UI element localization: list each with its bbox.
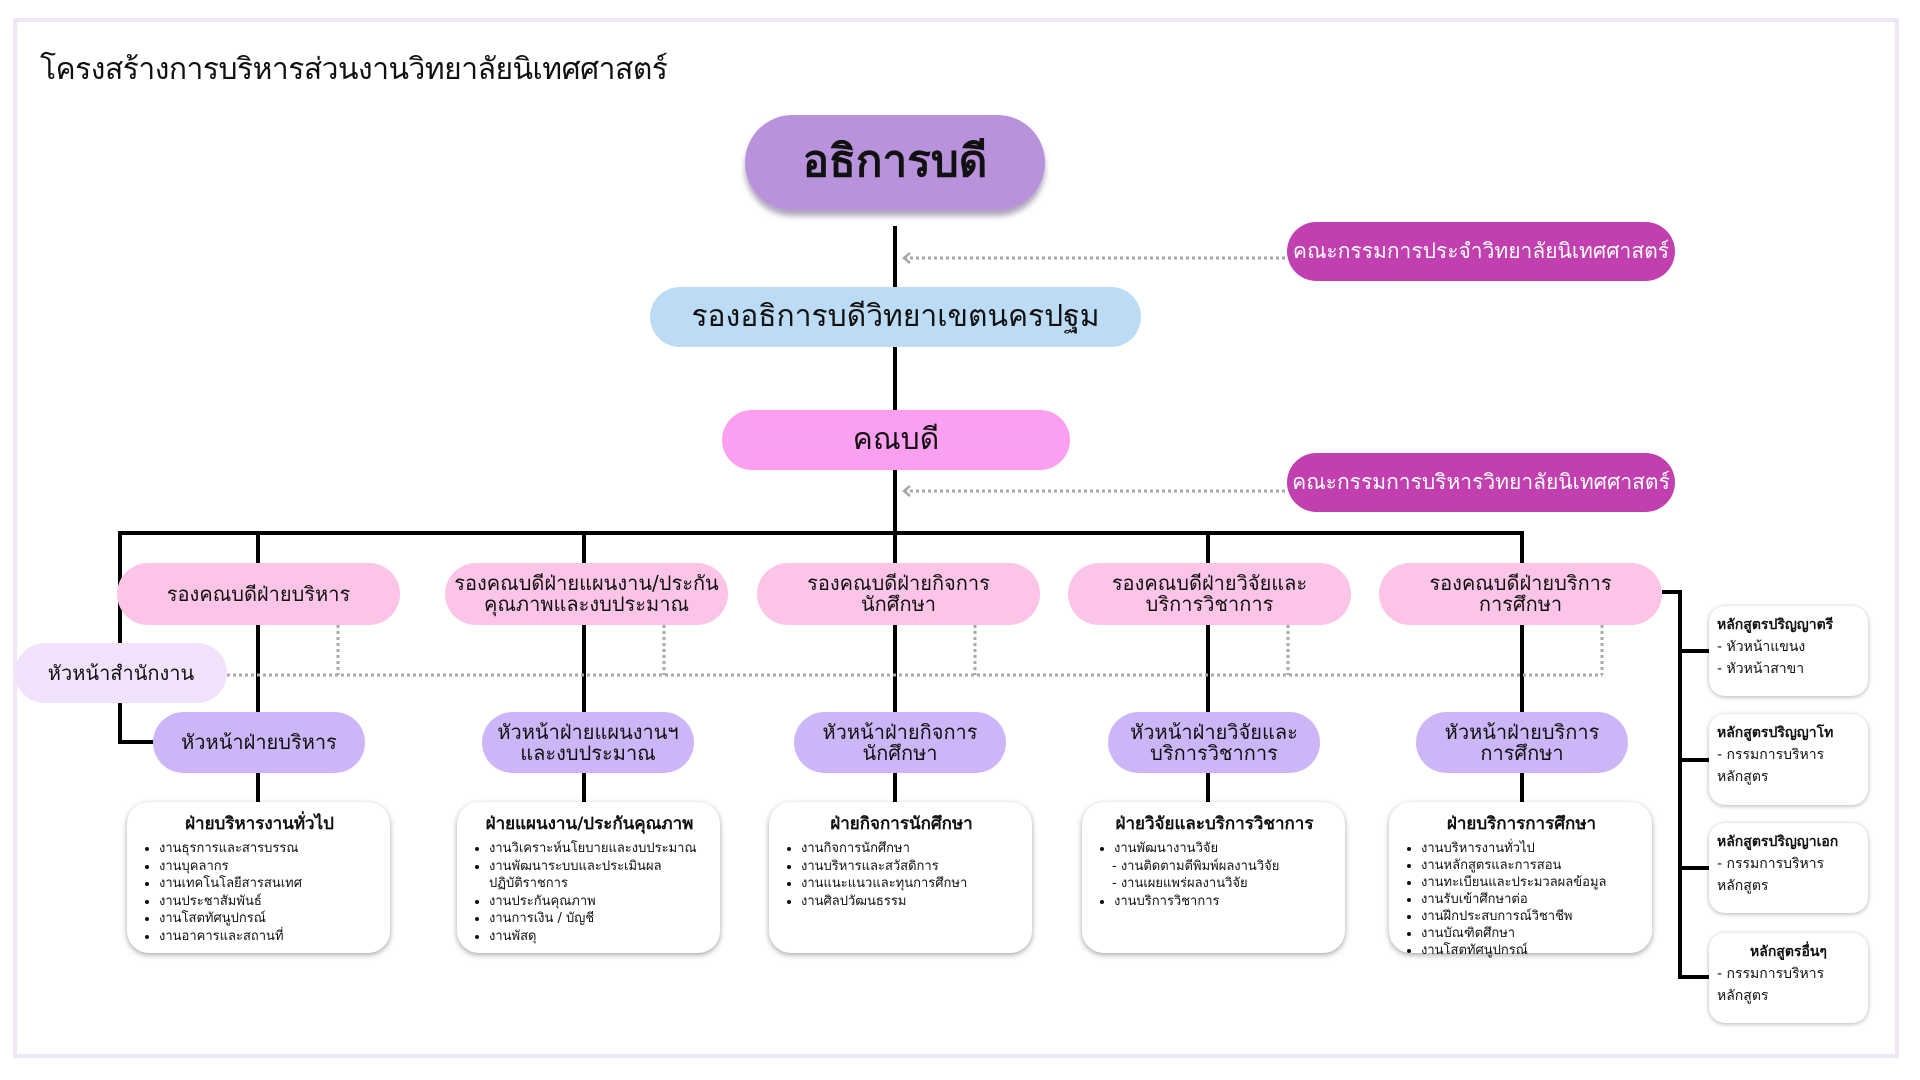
list-item: งานธุรการและสารบรรณ xyxy=(159,840,380,858)
program-title: หลักสูตรปริญญาตรี xyxy=(1717,617,1834,633)
division-head-box: หัวหน้าฝ่ายกิจการนักศึกษา xyxy=(794,712,1006,773)
vice-dean-box: รองคณบดีฝ่ายบริหาร xyxy=(117,563,400,625)
list-item: งานกิจการนักศึกษา xyxy=(801,840,1022,858)
list-item: งานฝึกประสบการณ์วิชาชีพ xyxy=(1421,908,1642,925)
list-item: - งานติดตามตีพิมพ์ผลงานวิจัย xyxy=(1112,858,1280,874)
list-item: งานบัณฑิตศึกษา xyxy=(1421,925,1642,942)
list-item: งานพัฒนาระบบและประเมินผล xyxy=(489,858,710,876)
dean-box: คณบดี xyxy=(722,410,1070,470)
vice-dean-box: รองคณบดีฝ่ายบริการการศึกษา xyxy=(1379,563,1662,625)
program-box: หลักสูตรปริญญาโท - กรรมการบริหาร หลักสูต… xyxy=(1709,714,1868,805)
list-item: งานประกันคุณภาพ xyxy=(489,893,710,911)
department-box: ฝ่ายกิจการนักศึกษา งานกิจการนักศึกษา งาน… xyxy=(769,802,1032,953)
vice-president-box: รองอธิการบดีวิทยาเขตนครปฐม xyxy=(650,287,1141,347)
chart-title: โครงสร้างการบริหารส่วนงานวิทยาลัยนิเทศศา… xyxy=(40,52,668,87)
list-item: งานประชาสัมพันธ์ xyxy=(159,893,380,911)
division-head-box: หัวหน้าฝ่ายบริการการศึกษา xyxy=(1416,712,1628,773)
list-item: งานแนะแนวและทุนการศึกษา xyxy=(801,875,1022,893)
department-box: ฝ่ายบริหารงานทั่วไป งานธุรการและสารบรรณ … xyxy=(127,802,390,953)
department-title: ฝ่ายบริการการศึกษา xyxy=(1446,814,1597,834)
list-item: งานพัสดุ xyxy=(489,928,710,946)
program-title: หลักสูตรปริญญาเอก xyxy=(1717,834,1839,850)
list-item: งานพัฒนางานวิจัย xyxy=(1114,840,1335,858)
division-head-box: หัวหน้าฝ่ายแผนงานฯและงบประมาณ xyxy=(482,712,694,773)
department-box: ฝ่ายวิจัยและบริการวิชาการ งานพัฒนางานวิจ… xyxy=(1082,802,1345,953)
division-head-box: หัวหน้าฝ่ายบริหาร xyxy=(153,712,365,773)
vice-dean-box: รองคณบดีฝ่ายกิจการนักศึกษา xyxy=(757,563,1040,625)
department-title: ฝ่ายวิจัยและบริการวิชาการ xyxy=(1115,814,1314,834)
list-item: งานศิลปวัฒนธรรม xyxy=(801,893,1022,911)
arrowhead-2 xyxy=(902,485,911,497)
list-item: งานบุคลากร xyxy=(159,858,380,876)
vice-dean-box: รองคณบดีฝ่ายวิจัยและบริการวิชาการ xyxy=(1068,563,1351,625)
department-box: ฝ่ายแผนงาน/ประกันคุณภาพ งานวิเคราะห์นโยบ… xyxy=(457,802,720,953)
office-head-box: หัวหน้าสำนักงาน xyxy=(15,643,227,703)
vice-dean-box: รองคณบดีฝ่ายแผนงาน/ประกันคุณภาพและงบประม… xyxy=(445,563,728,625)
department-title: ฝ่ายแผนงาน/ประกันคุณภาพ xyxy=(485,814,694,834)
arrowhead-1 xyxy=(902,252,911,264)
program-title: หลักสูตรปริญญาโท xyxy=(1717,725,1834,741)
list-item: งานรับเข้าศึกษาต่อ xyxy=(1421,891,1642,908)
list-item: งานอาคารและสถานที่ xyxy=(159,928,380,946)
program-box: หลักสูตรปริญญาเอก - กรรมการบริหาร หลักสู… xyxy=(1709,823,1868,913)
committee-box: คณะกรรมการประจำวิทยาลัยนิเทศศาสตร์ xyxy=(1287,222,1675,281)
department-box: ฝ่ายบริการการศึกษา งานบริหารงานทั่วไป งา… xyxy=(1389,802,1652,958)
president-box: อธิการบดี xyxy=(745,115,1045,210)
department-title: ฝ่ายกิจการนักศึกษา xyxy=(830,814,973,834)
list-item: งานโสตทัศนูปกรณ์ xyxy=(159,910,380,928)
list-item: งานโสตทัศนูปกรณ์ xyxy=(1421,942,1642,959)
list-item: งานบริหารงานทั่วไป xyxy=(1421,840,1642,857)
line-programs-branch xyxy=(1662,590,1709,979)
list-item: ปฏิบัติราชการ xyxy=(489,876,568,891)
program-box: หลักสูตรอื่นๆ - กรรมการบริหาร หลักสูตร xyxy=(1709,933,1868,1023)
department-title: ฝ่ายบริหารงานทั่วไป xyxy=(185,814,334,834)
list-item: งานบริหารและสวัสดิการ xyxy=(801,858,1022,876)
committee-box: คณะกรรมการบริหารวิทยาลัยนิเทศศาสตร์ xyxy=(1287,453,1675,512)
list-item: งานบริการวิชาการ xyxy=(1114,893,1335,911)
list-item: งานหลักสูตรและการสอน xyxy=(1421,857,1642,874)
list-item: งานการเงิน / บัญชี xyxy=(489,910,710,928)
list-item: งานวิเคราะห์นโยบายและงบประมาณ xyxy=(489,840,710,858)
program-title: หลักสูตรอื่นๆ xyxy=(1750,944,1827,960)
page-frame xyxy=(13,18,1899,1058)
list-item: งานเทคโนโลยีสารสนเทศ xyxy=(159,875,380,893)
list-item: งานทะเบียนและประมวลผลข้อมูล xyxy=(1421,874,1642,891)
list-item: - งานเผยแพร่ผลงานวิจัย xyxy=(1112,876,1248,891)
division-head-box: หัวหน้าฝ่ายวิจัยและบริการวิชาการ xyxy=(1108,712,1320,773)
program-box: หลักสูตรปริญญาตรี - หัวหน้าแขนง - หัวหน้… xyxy=(1709,606,1868,696)
